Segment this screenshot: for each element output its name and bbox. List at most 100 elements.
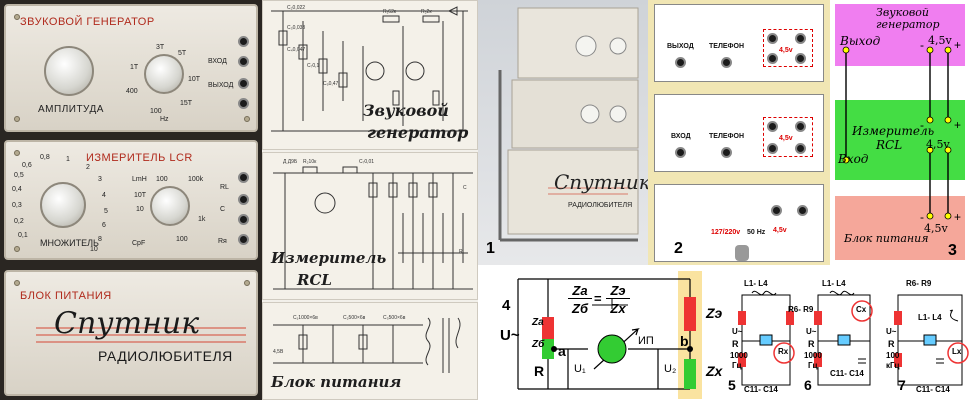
jack[interactable]: [721, 57, 732, 68]
psu-back-panel: 127/220v 50 Hz 4,5v: [654, 184, 824, 262]
eq-right-bot: Zx: [610, 301, 626, 316]
scale-label: 5: [104, 208, 108, 215]
generator-caption-1: Звуковой: [363, 101, 449, 120]
r-label: R: [808, 339, 815, 349]
scale-label: 1: [66, 156, 70, 163]
range-label: 100: [156, 176, 168, 183]
psu-caption: Блок питания: [271, 373, 402, 391]
jack[interactable]: [767, 53, 778, 64]
block-plus-1: +: [954, 38, 962, 52]
multiplier-label: МНОЖИТЕЛЬ: [40, 238, 99, 248]
range-label: 10: [136, 206, 144, 213]
jack[interactable]: [767, 33, 778, 44]
jack[interactable]: [238, 234, 249, 245]
jack[interactable]: [238, 194, 249, 205]
jack[interactable]: [675, 57, 686, 68]
jack[interactable]: [238, 78, 249, 89]
scale-label: 8: [98, 236, 102, 243]
block-plus-3: +: [954, 210, 962, 224]
generator-back-panel: ВЫХОД ТЕЛЕФОН 4,5v: [654, 4, 824, 82]
jack[interactable]: [795, 121, 806, 132]
jack[interactable]: [721, 147, 732, 158]
freq-label: 100: [886, 351, 900, 360]
hz-label: Гц: [808, 361, 818, 370]
jack[interactable]: [238, 56, 249, 67]
freq-label: 1000: [804, 351, 822, 360]
tick-label: 5Т: [178, 50, 187, 57]
svg-text:C₃500×6в: C₃500×6в: [383, 315, 406, 321]
tick-label: 100: [150, 108, 162, 115]
khz-label: кГц: [886, 361, 900, 370]
psu-title: БЛОК ПИТАНИЯ: [20, 290, 112, 302]
svg-text:C₂500×6в: C₂500×6в: [343, 315, 366, 321]
figure-number: 5: [728, 377, 736, 393]
tick-label: 15Т: [180, 100, 193, 107]
l-label: L1- L4: [822, 279, 846, 288]
ze-label: Zэ: [706, 305, 723, 321]
jack[interactable]: [675, 147, 686, 158]
scale-label: 10: [90, 246, 98, 253]
jack[interactable]: [795, 143, 806, 154]
jack[interactable]: [795, 33, 806, 44]
jack[interactable]: [795, 53, 806, 64]
svg-text:C₁1000×6в: C₁1000×6в: [293, 315, 318, 321]
block-minus-3: -: [920, 210, 924, 224]
jack[interactable]: [238, 36, 249, 47]
tick-label: 1Т: [130, 64, 139, 71]
meter-caption-2: RCL: [297, 271, 332, 289]
jack[interactable]: [238, 98, 249, 109]
block-diagram: Звуковой генератор Выход 4,5v - + Измери…: [830, 0, 970, 265]
range-label: 1k: [198, 216, 206, 223]
svg-text:4,5В: 4,5В: [273, 349, 284, 355]
range-label: 10Т: [134, 192, 147, 199]
output-label: ВЫХОД: [667, 43, 694, 50]
jack[interactable]: [771, 205, 782, 216]
jack[interactable]: [797, 205, 808, 216]
figure-number: 1: [486, 240, 495, 257]
power-cord: [735, 245, 749, 261]
tick-label: Hz: [160, 116, 169, 123]
jack[interactable]: [238, 172, 249, 183]
instrument-front-photo: ЗВУКОВОЙ ГЕНЕРАТОР АМПЛИТУДА 3Т 5Т 1Т 10…: [0, 0, 262, 400]
r-label: R: [534, 363, 545, 379]
meter-back-panel: ВХОД ТЕЛЕФОН 4,5v: [654, 94, 824, 172]
svg-text:C: C: [463, 185, 467, 191]
block-meter-in: Вход: [838, 152, 869, 166]
jack-label: RL: [220, 184, 229, 191]
c-label: C11- C14: [830, 369, 864, 378]
r-range-label: R6- R9: [906, 279, 932, 288]
battery-box: [763, 29, 813, 67]
jack[interactable]: [238, 214, 249, 225]
bridge-circuit: [517, 271, 702, 399]
multiplier-knob[interactable]: [40, 182, 86, 228]
measuring-circuits: L1- L4 R6- R9 L1- L4 R6- R9 L1- L4 C11- …: [728, 265, 970, 400]
generator-caption-2: генератор: [367, 123, 469, 142]
tick-label: 3Т: [156, 44, 165, 51]
jack[interactable]: [767, 143, 778, 154]
block-volt-3: 4,5v: [924, 222, 948, 235]
svg-text:R₂2к: R₂2к: [421, 9, 432, 15]
screw: [14, 14, 20, 20]
svg-text:R₁62к: R₁62к: [383, 9, 397, 15]
r-label: R: [732, 339, 739, 349]
block-gen-out: Выход: [840, 34, 881, 48]
svg-text:C₉0,47: C₉0,47: [323, 81, 339, 87]
amplitude-knob[interactable]: [44, 46, 94, 96]
scale-label: 0,5: [14, 172, 24, 179]
frequency-knob[interactable]: [144, 54, 184, 94]
bridge-diagram: 4 U~ R Za Zб a b U₁ U₂ ИП Zэ Zx Za Zб = …: [478, 265, 730, 400]
jack[interactable]: [767, 121, 778, 132]
svg-text:C₇0,01: C₇0,01: [359, 159, 374, 165]
freq-label: 1000: [730, 351, 748, 360]
screw: [244, 116, 250, 122]
figure-number: 7: [898, 377, 906, 393]
range-knob[interactable]: [150, 186, 190, 226]
scale-label: 0,2: [14, 218, 24, 225]
block-meter-2: RCL: [876, 138, 903, 152]
svg-text:C₇0,1: C₇0,1: [307, 63, 319, 69]
tick-label: 10Т: [188, 76, 201, 83]
